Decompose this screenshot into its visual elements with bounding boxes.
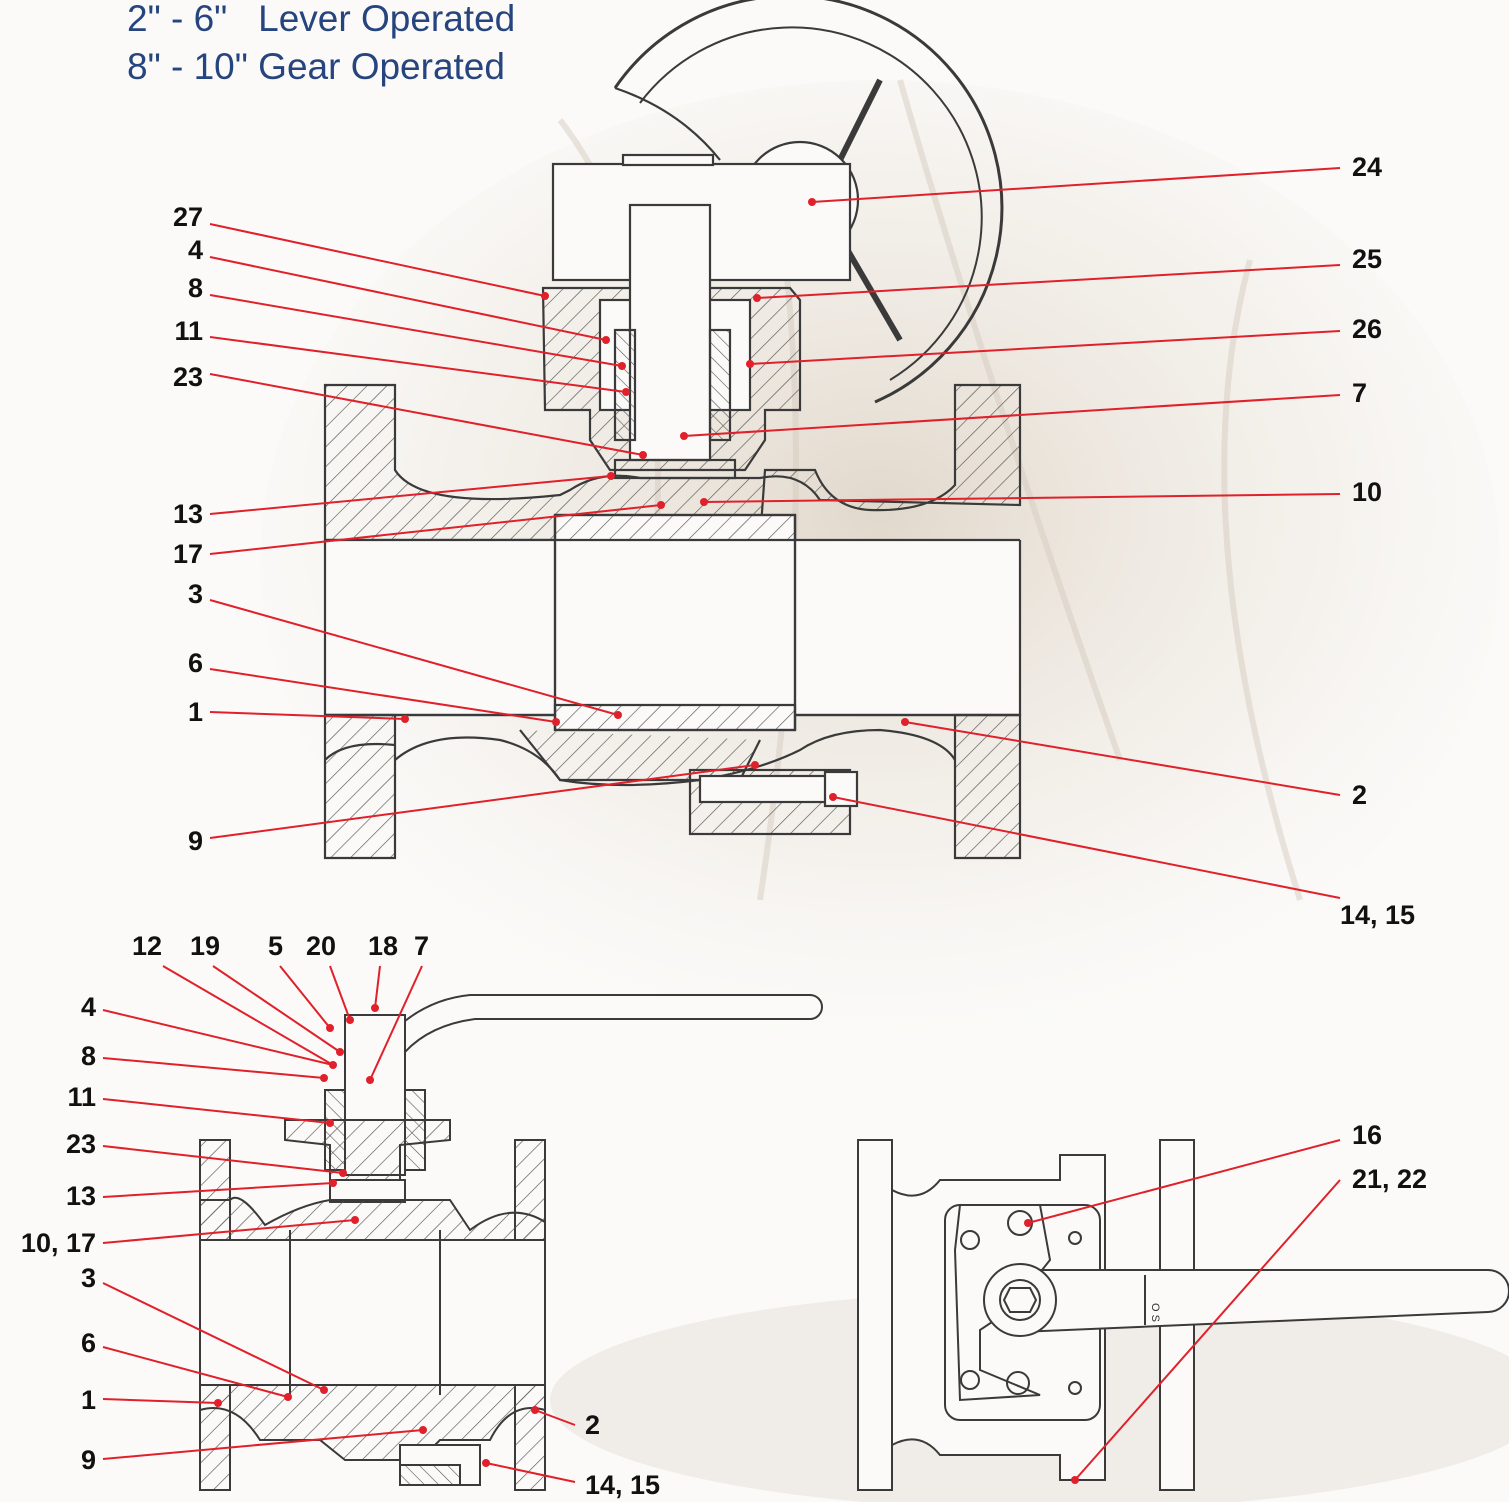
callout-14-15-lever: 14, 15 <box>585 1470 660 1500</box>
top-view: O S <box>857 1139 1509 1491</box>
callout-12: 12 <box>132 931 162 961</box>
callout-24: 24 <box>1352 152 1382 182</box>
stem <box>628 203 712 462</box>
callout-1: 1 <box>188 697 203 727</box>
callout-6: 6 <box>188 648 203 678</box>
callout-4: 4 <box>188 235 203 265</box>
callout-13: 13 <box>173 499 203 529</box>
gear-view-labels: 27 4 8 11 23 13 17 3 6 1 9 24 25 26 7 10… <box>173 152 1415 930</box>
callout-8: 8 <box>188 273 203 303</box>
callout-11-lever: 11 <box>67 1082 96 1112</box>
callout-4-lever: 4 <box>81 992 96 1022</box>
callout-7-lever: 7 <box>414 931 429 961</box>
leader-dots <box>214 198 1079 1484</box>
callout-7: 7 <box>1352 378 1367 408</box>
callout-23: 23 <box>173 362 203 392</box>
callout-26: 26 <box>1352 314 1382 344</box>
callout-16: 16 <box>1352 1120 1382 1150</box>
callout-19: 19 <box>190 931 220 961</box>
callout-14-15: 14, 15 <box>1340 900 1415 930</box>
callout-17: 17 <box>173 539 203 569</box>
callout-25: 25 <box>1352 244 1382 274</box>
callout-11: 11 <box>174 316 203 346</box>
callout-18: 18 <box>368 931 398 961</box>
lever-handle[interactable] <box>384 994 823 1053</box>
callout-10: 10 <box>1352 477 1382 507</box>
callout-10-17: 10, 17 <box>21 1228 96 1258</box>
callout-3: 3 <box>188 579 203 609</box>
callout-20: 20 <box>306 931 336 961</box>
lever-view-labels: 12 19 5 20 18 7 4 8 11 23 13 10, 17 3 6 … <box>21 931 660 1500</box>
callout-27: 27 <box>173 202 203 232</box>
leader-lines <box>102 167 1341 1483</box>
callout-3-lever: 3 <box>81 1263 96 1293</box>
callout-2-lever: 2 <box>585 1410 600 1440</box>
callout-9-lever: 9 <box>81 1445 96 1475</box>
gear-operated-section <box>323 0 1022 860</box>
ball <box>553 513 797 732</box>
callout-9: 9 <box>188 826 203 856</box>
title-lever-operated: 2" - 6" Lever Operated <box>127 0 516 39</box>
callout-6-lever: 6 <box>81 1328 96 1358</box>
handle-mark: O S <box>1149 1303 1161 1322</box>
callout-13-lever: 13 <box>66 1181 96 1211</box>
callout-5: 5 <box>268 931 283 961</box>
callout-1-lever: 1 <box>81 1385 96 1415</box>
callout-21-22: 21, 22 <box>1352 1164 1427 1194</box>
top-view-labels: 16 21, 22 <box>1352 1120 1427 1194</box>
lever-operated-section <box>199 994 823 1491</box>
title-gear-operated: 8" - 10" Gear Operated <box>127 46 505 87</box>
callout-23-lever: 23 <box>66 1129 96 1159</box>
callout-2: 2 <box>1352 780 1367 810</box>
callout-8-lever: 8 <box>81 1041 96 1071</box>
